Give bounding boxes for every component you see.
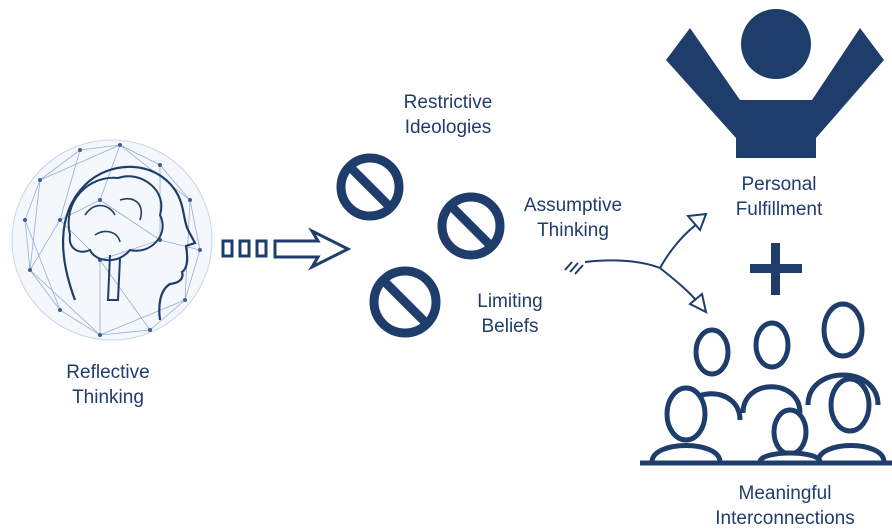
limiting-line-2: Beliefs xyxy=(481,316,539,337)
limiting-line-1: Limiting xyxy=(477,291,543,312)
personal-fulfillment-label: Personal Fulfillment xyxy=(705,172,853,222)
dashed-arrow-icon xyxy=(221,227,352,271)
meaningful-line-1: Meaningful xyxy=(738,483,832,504)
personal-line-1: Personal xyxy=(741,174,817,195)
meaningful-interconnections-label: Meaningful Interconnections xyxy=(690,481,880,531)
brain-network-icon xyxy=(11,139,213,341)
restrictive-line-1: Restrictive xyxy=(403,92,493,113)
limiting-beliefs-label: Limiting Beliefs xyxy=(447,289,573,339)
meaningful-line-2: Interconnections xyxy=(715,508,855,529)
reflective-line-1: Reflective xyxy=(66,362,150,383)
assumptive-thinking-label: Assumptive Thinking xyxy=(502,193,644,243)
assumptive-line-1: Assumptive xyxy=(523,195,623,216)
no-entry-icon xyxy=(336,153,505,338)
personal-line-2: Fulfillment xyxy=(735,199,823,220)
plus-icon xyxy=(750,243,802,295)
restrictive-line-2: Ideologies xyxy=(404,117,492,138)
raised-arms-person-icon xyxy=(666,9,884,158)
people-group-icon xyxy=(640,301,892,466)
reflective-line-2: Thinking xyxy=(72,387,144,408)
assumptive-line-2: Thinking xyxy=(537,220,609,241)
reflective-thinking-label: Reflective Thinking xyxy=(37,360,179,410)
restrictive-ideologies-label: Restrictive Ideologies xyxy=(370,90,526,140)
split-arrow-icon xyxy=(564,212,708,314)
